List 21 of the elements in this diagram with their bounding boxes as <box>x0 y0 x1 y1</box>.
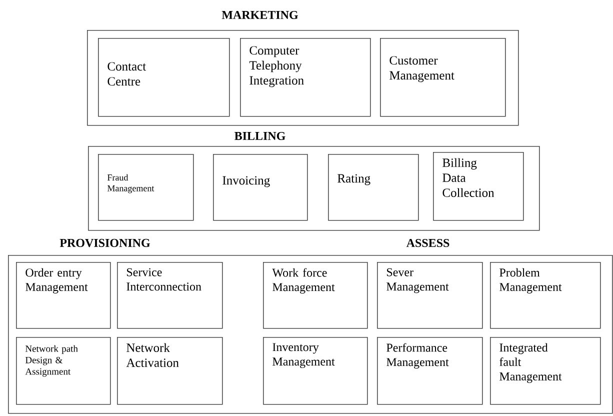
process-box: Service Interconnection <box>117 262 223 329</box>
node-label: MARKETING <box>222 10 298 20</box>
process-box: Performance Management <box>377 337 483 405</box>
process-box: Sever Management <box>377 262 483 329</box>
process-box: Computer Telephony Integration <box>240 38 371 117</box>
process-box: Rating <box>328 154 419 221</box>
process-box: Billing Data Collection <box>433 152 524 221</box>
process-box: Order entry Management <box>16 262 111 329</box>
process-box: Fraud Management <box>98 154 194 221</box>
process-box: Problem Management <box>490 262 601 329</box>
process-box: Inventory Management <box>263 337 368 405</box>
process-box: Integrated fault Management <box>490 337 601 405</box>
process-box: Contact Centre <box>98 38 230 117</box>
process-box: Network Activation <box>117 337 223 405</box>
process-box: Invoicing <box>213 154 308 221</box>
node-label: BILLING <box>234 132 286 140</box>
process-box: Network path Design & Assignment <box>16 337 111 405</box>
process-box: Work force Management <box>263 262 368 329</box>
process-box: Customer Management <box>380 38 506 117</box>
node-label: ASSESS <box>406 238 450 248</box>
node-label: PROVISIONING <box>60 238 150 248</box>
